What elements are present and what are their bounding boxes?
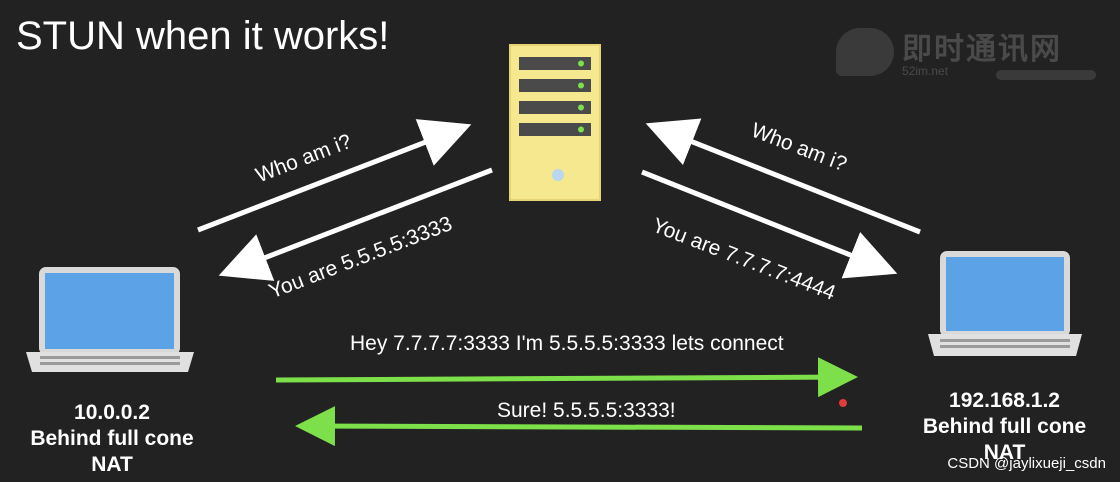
label-right-to-left: Sure! 5.5.5.5:3333! — [497, 399, 676, 422]
left-laptop-icon — [26, 267, 194, 372]
watermark-sub: 52im.net — [902, 64, 949, 78]
arrow-right-to-left — [295, 406, 863, 447]
red-dot — [839, 399, 847, 407]
footer-credit: CSDN @jaylixueji_csdn — [947, 455, 1106, 472]
watermark-logo-icon — [836, 28, 894, 76]
right-host-label: 192.168.1.2 Behind full cone NAT — [902, 388, 1107, 466]
arrow-left-to-right — [275, 357, 858, 398]
right-host-line2: Behind full cone — [922, 415, 1087, 438]
arrow-server-to-left — [218, 167, 493, 281]
watermark: 即时通讯网 52im.net — [836, 18, 1106, 88]
right-host-ip: 192.168.1.2 — [949, 389, 1060, 412]
right-host-line3: NAT — [983, 441, 1026, 464]
left-host-line3: NAT — [91, 453, 133, 476]
slide-title: STUN when it works! — [16, 14, 390, 58]
arrow-right-to-server — [645, 118, 921, 235]
watermark-name: 即时通讯网 — [902, 33, 1062, 66]
watermark-bar — [996, 70, 1096, 80]
server-icon — [509, 44, 601, 201]
left-host-ip: 10.0.0.2 — [74, 401, 150, 424]
label-left-to-right: Hey 7.7.7.7:3333 I'm 5.5.5.5:3333 lets c… — [350, 332, 784, 355]
left-host-label: 10.0.0.2 Behind full cone NAT — [12, 400, 212, 478]
arrow-left-to-server — [197, 119, 472, 233]
left-host-line2: Behind full cone — [30, 427, 194, 450]
right-laptop-icon — [928, 251, 1082, 356]
arrow-server-to-right — [641, 169, 898, 279]
